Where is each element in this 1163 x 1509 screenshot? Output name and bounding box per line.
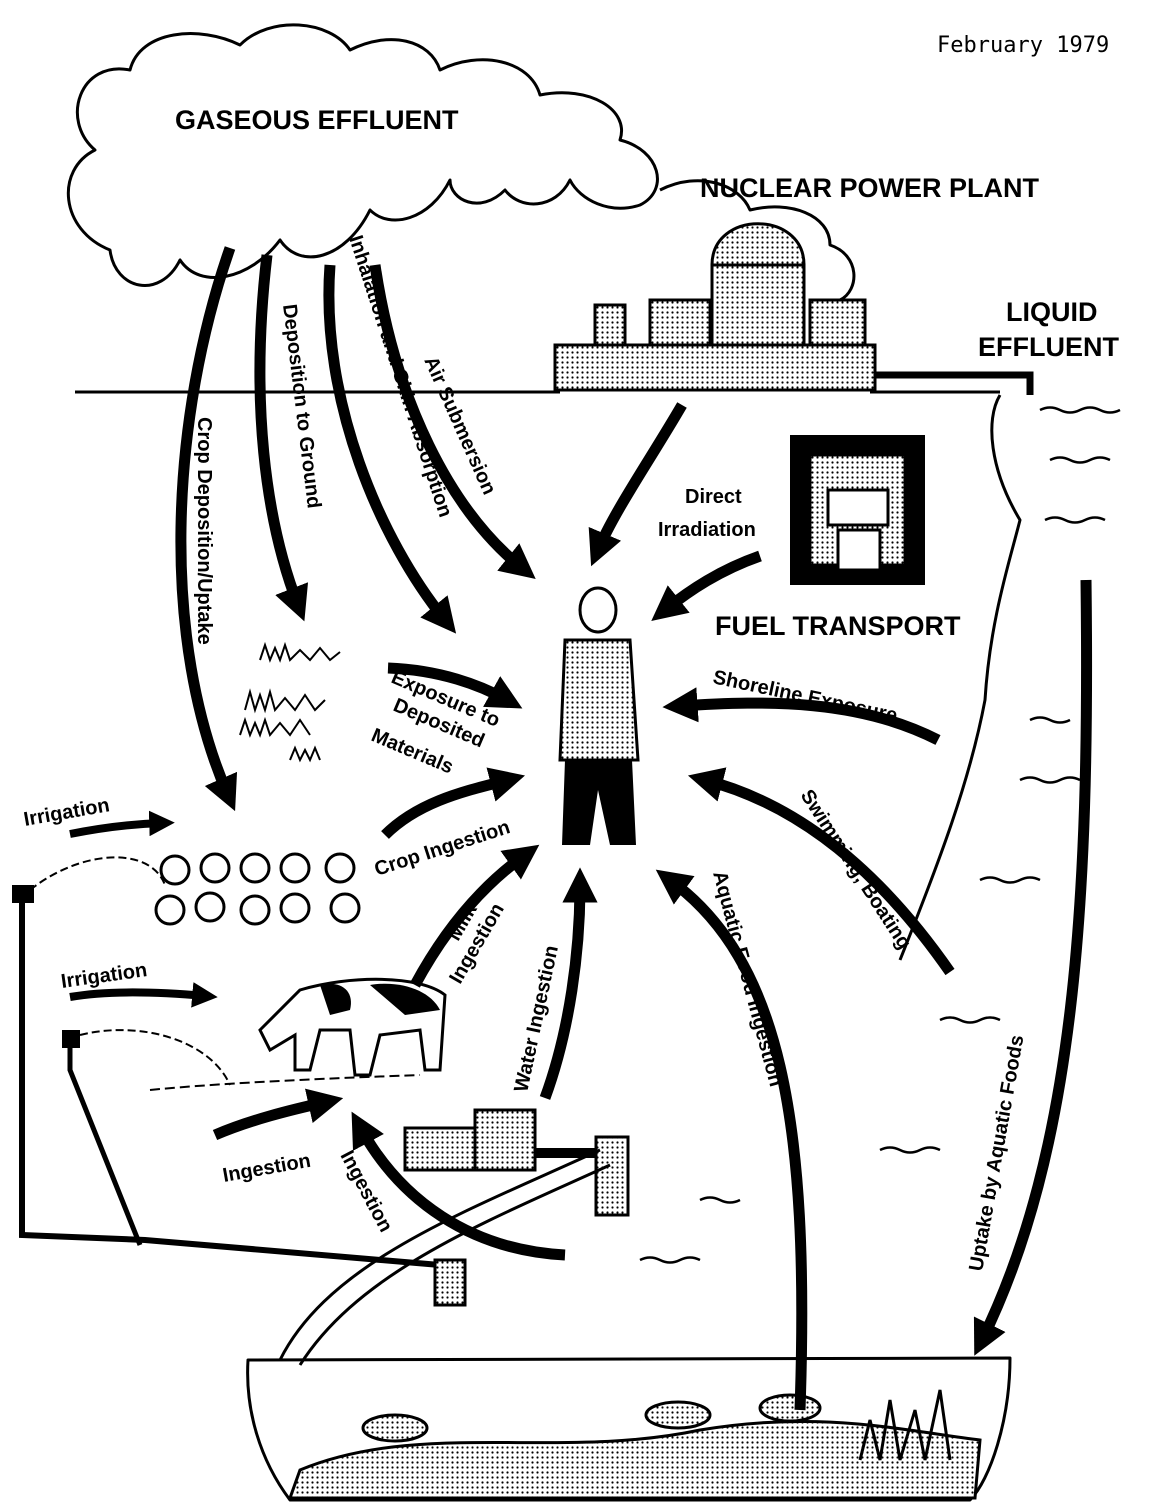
shoreline [898,394,1022,961]
nuclear-power-plant-label: NUCLEAR POWER PLANT [700,173,1039,203]
deposited-vegetation [239,641,341,763]
direct-irradiation-label-2: Irradiation [658,519,756,541]
pathway-arrows [69,246,1093,1411]
steam-cloud [659,179,856,302]
crop-deposition-label: Crop Deposition/Uptake [193,417,215,645]
liquid-effluent-label-2: EFFLUENT [978,332,1119,362]
irrigation-pipes [12,856,441,1268]
pasture-ground [149,1074,421,1091]
nuclear-power-plant [553,222,1034,395]
aquatic-basin [246,1356,1012,1502]
direct-irradiation-label-1: Direct [685,486,742,508]
deposition-to-ground-label: Deposition to Ground [278,303,325,510]
fuel-transport-label: FUEL TRANSPORT [715,611,961,641]
person-figure [558,586,640,845]
shoreline-exposure-label: Shoreline Exposure [711,666,899,727]
irrigation-lower-label: Irrigation [60,959,149,993]
aquatic-food-ingestion-label: Aquatic Food Ingestion [708,869,787,1089]
gaseous-cloud [66,23,659,287]
date-label: February 1979 [937,33,1109,58]
liquid-effluent-label-1: LIQUID [1006,297,1098,327]
fish-group [361,1393,822,1443]
ingestion-left-label: Ingestion [221,1150,312,1187]
aquatic-plants [858,1389,952,1461]
fuel-transport-truck [790,435,925,585]
cow [258,977,447,1077]
crop-field [154,852,361,926]
gaseous-effluent-label: GASEOUS EFFLUENT [175,105,459,135]
pumping-station [403,1108,630,1307]
river [278,1148,611,1366]
water-waves [639,406,1121,1264]
swimming-boating-label: Swimming, Boating [796,786,916,954]
